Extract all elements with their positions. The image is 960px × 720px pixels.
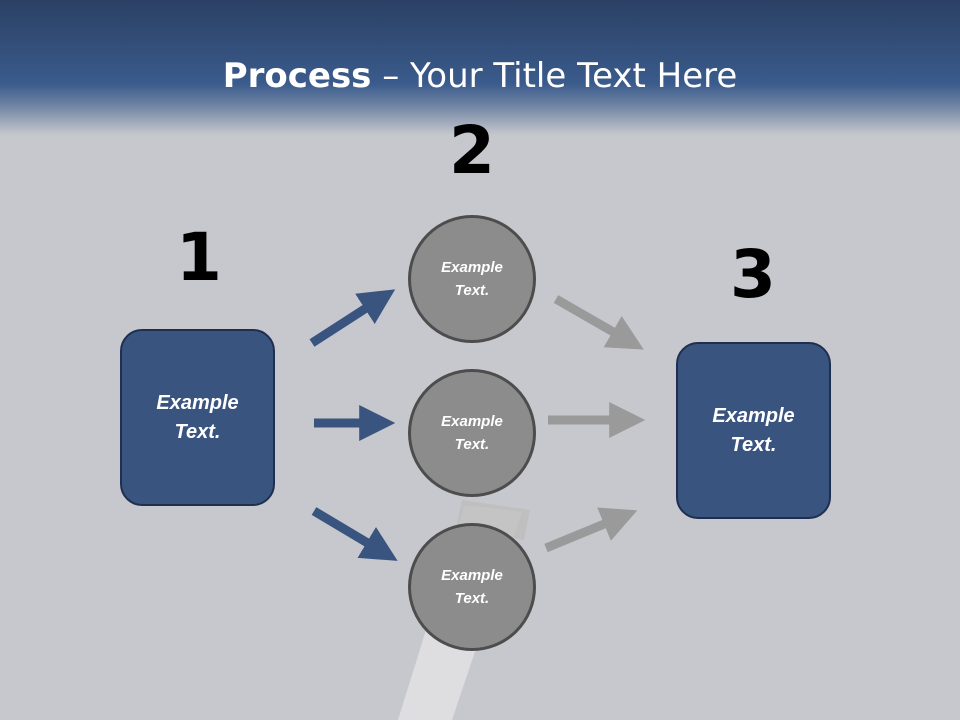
arrow-bottom-to-3 <box>544 507 638 553</box>
step-2-circle-top-text: Example Text. <box>441 259 503 299</box>
title-bold: Process <box>222 56 372 96</box>
page-title: Process – Your Title Text Here <box>0 54 960 98</box>
arrow-1-to-bottom <box>311 507 398 561</box>
step-number-3: 3 <box>730 236 776 313</box>
step-number-2: 2 <box>449 112 495 189</box>
step-2-circle-bottom-text: Example Text. <box>441 567 503 607</box>
title-rest: – Your Title Text Here <box>371 56 738 96</box>
step-1-box: Example Text. <box>120 329 275 506</box>
step-2-circle-top: Example Text. <box>408 215 536 343</box>
step-3-text: Example Text. <box>712 404 795 456</box>
step-number-1: 1 <box>176 219 222 296</box>
step-2-circle-middle: Example Text. <box>408 369 536 497</box>
step-2-circle-middle-text: Example Text. <box>441 413 503 453</box>
step-1-text: Example Text. <box>156 391 239 443</box>
arrow-1-to-top <box>309 289 396 347</box>
step-2-circle-bottom: Example Text. <box>408 523 536 651</box>
title-bar: Process – Your Title Text Here <box>0 0 960 135</box>
step-3-box: Example Text. <box>676 342 831 519</box>
arrow-top-to-3 <box>553 295 644 350</box>
